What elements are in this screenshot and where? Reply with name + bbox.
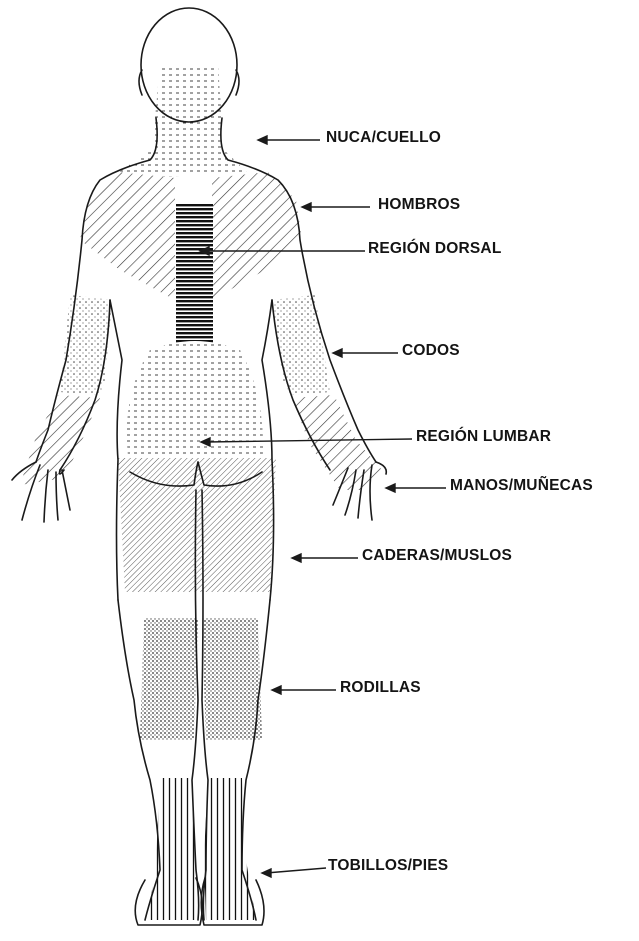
label-lumbar: REGIÓN LUMBAR xyxy=(416,428,551,446)
region-knee-left-fill xyxy=(140,618,198,740)
arrowhead-feet xyxy=(262,869,271,877)
region-hand-right-fill xyxy=(292,395,382,490)
label-dorsal: REGIÓN DORSAL xyxy=(368,240,502,258)
region-foot-right-fill xyxy=(204,778,256,920)
region-shoulder-left-fill xyxy=(80,172,175,300)
label-knees: RODILLAS xyxy=(340,679,421,697)
arrowhead-knees xyxy=(272,686,281,694)
label-neck: NUCA/CUELLO xyxy=(326,129,441,147)
label-feet: TOBILLOS/PIES xyxy=(328,857,448,875)
arrowhead-shoulders xyxy=(302,203,311,211)
region-dorsal-fill xyxy=(176,203,213,345)
region-lumbar-fill xyxy=(127,341,263,470)
region-shoulder-right-fill xyxy=(212,172,302,300)
arrowhead-hands xyxy=(386,484,395,492)
label-elbows: CODOS xyxy=(402,342,460,360)
region-knee-right-fill xyxy=(202,618,262,740)
label-hips: CADERAS/MUSLOS xyxy=(362,547,512,565)
label-hands: MANOS/MUÑECAS xyxy=(450,477,593,495)
label-shoulders: HOMBROS xyxy=(378,196,460,214)
arrowhead-hips xyxy=(292,554,301,562)
arrowhead-neck xyxy=(258,136,267,144)
arrowhead-elbows xyxy=(333,349,342,357)
region-foot-left-fill xyxy=(148,778,198,920)
region-elbow-right-fill xyxy=(272,295,330,395)
arrow-feet xyxy=(266,868,326,873)
